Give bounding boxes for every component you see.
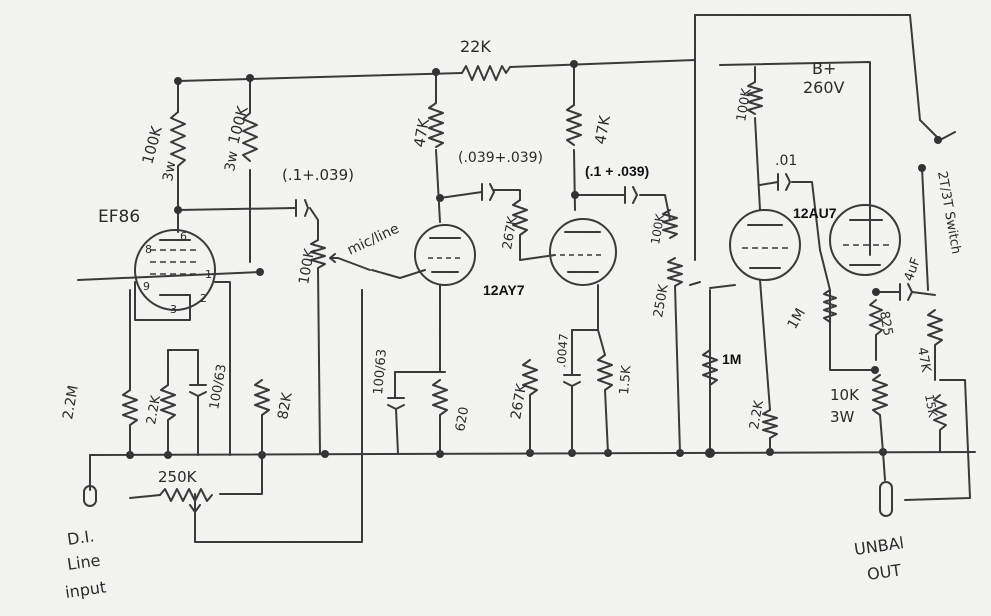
- resistor-22k: [461, 65, 511, 81]
- resistor-100k-c: [662, 209, 678, 239]
- input-jack: [83, 485, 97, 507]
- resistor-47k-b: [566, 104, 582, 146]
- label-pin-3: 3: [170, 303, 177, 316]
- resistor-100k-3w-b: [242, 112, 258, 162]
- label-r-1-5k: 1.5K: [617, 364, 635, 395]
- resistor-1m-typed: [702, 349, 718, 386]
- label-pin-6: 6: [180, 230, 187, 243]
- label-r-82k: 82K: [275, 391, 296, 421]
- label-tube-12ay7: 12AY7: [483, 282, 525, 298]
- resistor-267k-b: [522, 359, 538, 454]
- resistors: [122, 65, 947, 513]
- resistor-2-2k-a: [160, 349, 176, 456]
- wiring: [77, 14, 976, 543]
- label-cap-second: (.039+.039): [458, 150, 543, 166]
- cap-4uf: [899, 283, 913, 301]
- label-pin-1: 1: [205, 268, 212, 281]
- label-bplus: B+: [812, 59, 836, 78]
- label-r-100k-3w-b-watt: 3w: [222, 150, 241, 173]
- label-cap-01: .01: [775, 153, 797, 169]
- label-r-22k: 22K: [460, 37, 491, 56]
- tube-ef86: [134, 229, 216, 311]
- resistor-2-2k-b: [762, 409, 778, 453]
- label-r-10k-watt: 3W: [830, 408, 855, 426]
- resistor-47k-c: [927, 309, 943, 381]
- tube-12ay7-b: [549, 218, 617, 286]
- resistor-1-5k: [597, 354, 613, 454]
- label-r-267k-b: 267K: [508, 382, 530, 421]
- resistor-100k-3w-a: [170, 111, 186, 179]
- label-r-267k-a: 267K: [500, 215, 521, 251]
- label-pot-250k-input: 250K: [158, 468, 198, 486]
- label-cap-100-63-a: 100/63: [371, 348, 390, 395]
- label-r-825: 825: [876, 310, 895, 337]
- cap-first: [295, 199, 309, 217]
- label-tube-12au7: 12AU7: [793, 205, 837, 221]
- pot-250k: [667, 257, 683, 454]
- label-pin-9: 9: [143, 280, 150, 293]
- output-jack: [879, 481, 893, 517]
- capacitors: [167, 173, 913, 456]
- label-r-47k-b: 47K: [591, 113, 614, 146]
- label-cap-third: (.1 + .039): [585, 163, 649, 179]
- label-r-10k: 10K: [830, 386, 860, 404]
- label-r-47k-a: 47K: [410, 116, 433, 149]
- label-cap-0047: .0047: [554, 333, 571, 368]
- label-di-line-2: Line: [66, 551, 102, 574]
- label-r-2-2m: 2.2M: [60, 384, 82, 421]
- label-r-100k-3w-a-watt: 3w: [160, 160, 179, 183]
- label-r-47k-c: 47K: [914, 346, 933, 374]
- cap-second: [481, 183, 495, 201]
- label-ef86: EF86: [98, 207, 140, 227]
- label-r-620: 620: [453, 406, 472, 433]
- label-r-15k: 15K: [922, 393, 940, 419]
- resistor-15k: [933, 394, 947, 453]
- label-di-line-1: D.I.: [66, 526, 96, 549]
- resistor-825: [869, 299, 883, 361]
- label-bplus-v: 260V: [803, 78, 845, 97]
- label-cap-first: (.1+.039): [282, 166, 354, 184]
- resistor-1m-hand: [823, 289, 837, 323]
- resistor-10k-3w: [872, 374, 888, 453]
- label-r-2-2k-a: 2.2K: [144, 394, 164, 426]
- resistor-100k-d: [747, 81, 763, 115]
- tube-12au7-a: [729, 209, 801, 281]
- label-unbal-2: OUT: [866, 560, 903, 584]
- cap-01: [777, 173, 791, 191]
- tube-12au7-b: [829, 204, 901, 276]
- pot-100k: [310, 239, 326, 455]
- resistor-2-2m: [122, 289, 138, 456]
- tubes: [134, 204, 901, 456]
- tube-12ay7-a: [414, 224, 476, 286]
- label-pin-8: 8: [145, 243, 152, 256]
- resistor-47k-a: [428, 102, 444, 148]
- label-r-100k-d: 100K: [734, 87, 755, 123]
- label-pot-100k: 100K: [296, 247, 318, 286]
- resistor-82k: [254, 379, 270, 456]
- resistor-620: [432, 379, 448, 455]
- label-r-1m-typed: 1M: [722, 351, 741, 367]
- switch-and-jacks: [83, 119, 956, 517]
- label-pot-250k: 250K: [651, 283, 672, 319]
- resistor-267k-a: [512, 199, 528, 261]
- label-pin-2: 2: [200, 292, 207, 305]
- label-r-2-2k-b: 2.2K: [747, 399, 767, 431]
- pot-250k-input: [159, 488, 213, 502]
- label-r-100k-c: 100K: [648, 212, 667, 246]
- cap-third: [624, 186, 638, 204]
